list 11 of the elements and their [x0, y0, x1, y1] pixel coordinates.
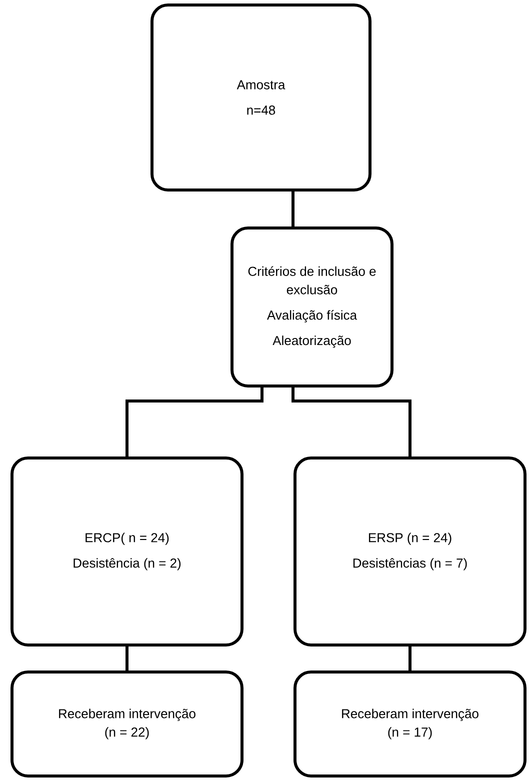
process-box: ERCP( n = 24) Desistência (n = 2) [10, 456, 244, 646]
connector-line [292, 388, 412, 456]
connector-line [126, 646, 128, 670]
connector-line [408, 646, 412, 670]
process-box: Amostra n=48 [150, 4, 372, 192]
connector-line [126, 388, 264, 456]
process-box: Receberam intervenção (n = 22) [10, 670, 244, 778]
process-box: Critérios de inclusão e exclusão Avaliação física Aleatorização [230, 226, 394, 388]
connector-line [292, 192, 294, 226]
process-box: Receberam intervenção (n = 17) [294, 670, 526, 778]
process-box: ERSP (n = 24) Desistências (n = 7) [294, 456, 526, 646]
